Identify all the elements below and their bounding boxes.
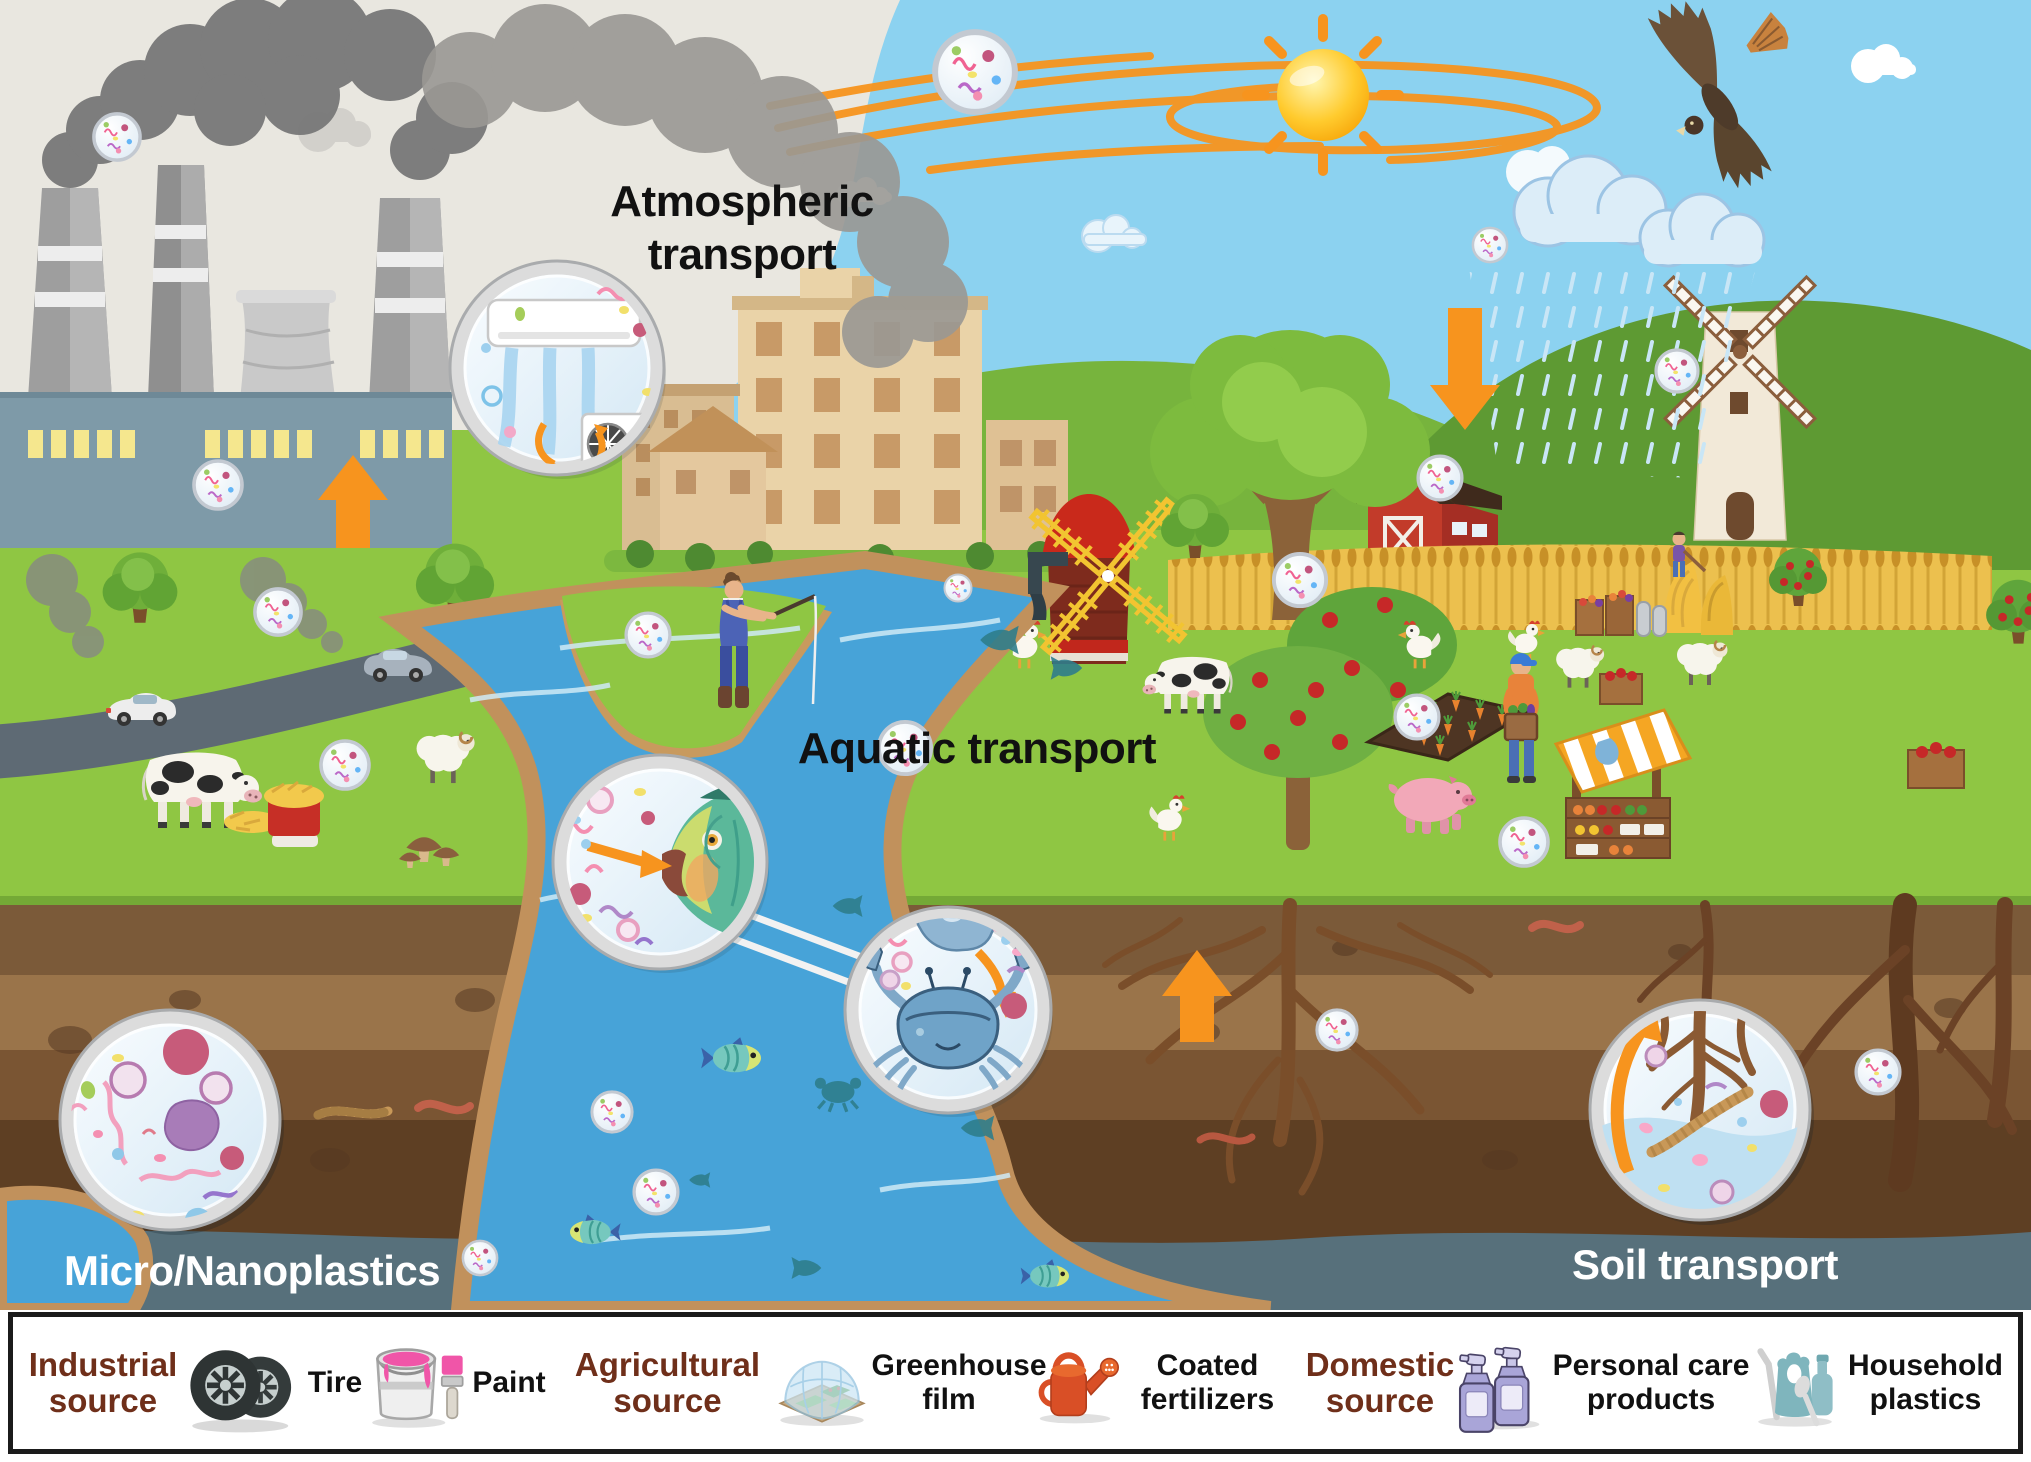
soil-transport-label: Soil transport [1571,1241,1839,1288]
legend-title-domestic: Domestic source [1305,1345,1455,1419]
fish-magnifier [551,753,769,973]
fisherwoman [718,572,818,708]
farmer-carrying-box [1503,653,1539,783]
upward-transport-arrow [1610,1022,1650,1175]
tire-icon [183,1327,303,1439]
tree-roots [1102,893,2017,1196]
atmospheric-transport-label: Atmospheric transport [610,177,874,279]
trees [102,330,2031,682]
rain-cloud [1468,146,1766,478]
red-windmill-silo [1028,494,1188,664]
sun [1242,14,1404,176]
source-legend: Industrial source Tire [8,1312,2023,1454]
scene-illustration [0,0,2031,1310]
micro-nanoplastics-label: Micro/Nanoplastics [64,1247,441,1294]
legend-title-industrial: Industrial source [28,1345,178,1419]
legend-group-agricultural: Agricultural source Greenhouse film [564,1327,1293,1439]
produce-crates [1575,590,1965,789]
household-plastics-icon [1751,1327,1843,1439]
legend-label-paint: Paint [472,1366,546,1400]
apple-orchard [1203,587,1457,850]
personal-care-products-icon [1455,1327,1551,1439]
greenhouse-film-icon [772,1327,872,1439]
legend-label-coated-fertilizers: Coated fertilizers [1140,1349,1275,1416]
legend-group-industrial: Industrial source Tire [23,1327,551,1439]
air-conditioner-indoor-unit [486,298,642,348]
legend-item-paint: Paint [367,1327,551,1439]
big-tree [1150,330,1430,620]
pig [1388,776,1476,834]
hay-feeder [224,780,324,847]
micro-nanoplastics-magnifier [58,1008,284,1235]
coated-fertilizers-icon [1027,1327,1123,1439]
crab-magnifier [843,905,1053,1117]
legend-title-agricultural: Agricultural source [574,1345,761,1419]
factory [0,0,968,548]
smokestacks [28,165,452,420]
soil-uptake-arrow [1162,950,1232,1042]
aquatic-transport-label: Aquatic transport [797,724,1157,773]
farmer-pitchfork [1672,531,1707,577]
legend-item-tire: Tire [183,1327,367,1439]
eagle [1647,1,1789,189]
emission-arrow-up [318,455,388,548]
legend-item-personal-care: Personal care products [1455,1327,1751,1439]
ac-magnifier [448,259,666,479]
legend-item-greenhouse-film: Greenhouse film [772,1327,1047,1439]
deposition-arrow-down [1430,308,1500,430]
legend-item-household-plastics: Household plastics [1751,1327,2008,1439]
market-stall [1553,708,1693,859]
legend-label-greenhouse-film: Greenhouse film [871,1349,1047,1416]
legend-item-coated-fertilizers: Coated fertilizers [1027,1327,1293,1439]
haystacks [1664,531,1733,635]
legend-label-tire: Tire [307,1366,363,1400]
paint-icon [367,1327,467,1439]
legend-group-domestic: Domestic source [1305,1327,2008,1439]
factory-smoke [42,0,968,368]
gray-car [364,649,432,682]
legend-label-personal-care: Personal care products [1552,1349,1750,1416]
legend-label-household-plastics: Household plastics [1848,1349,2003,1416]
soil-transport-magnifier [1588,998,1814,1225]
earthworms [313,919,1584,1145]
white-car [106,693,176,726]
plastic-bag [915,918,996,952]
